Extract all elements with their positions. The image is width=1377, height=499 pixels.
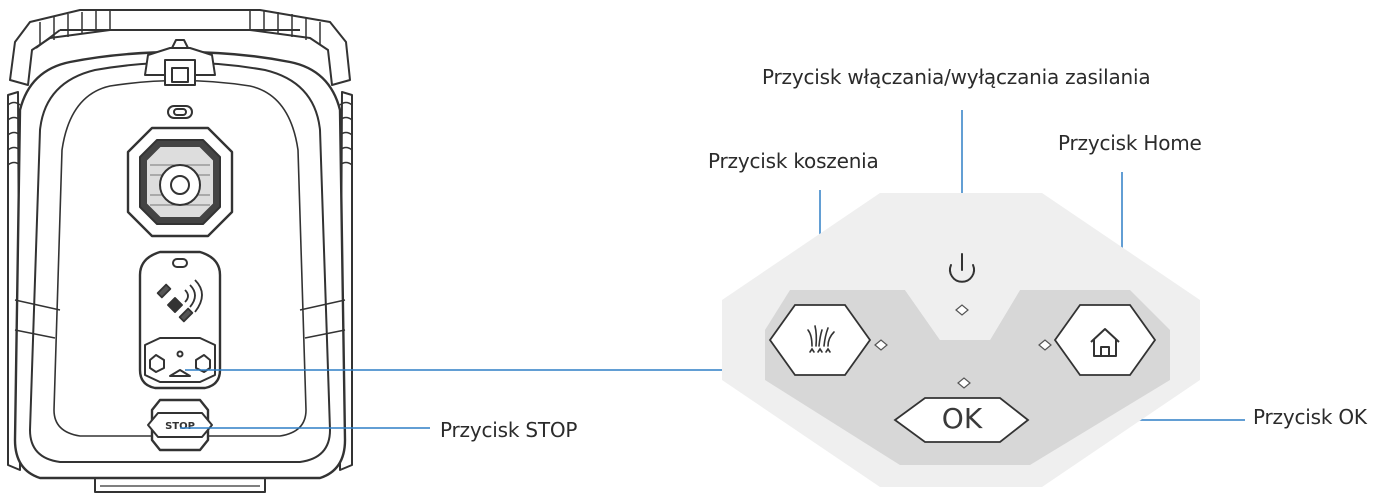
stop-button-text: STOP [165, 421, 195, 432]
label-mowing-button: Przycisk koszenia [708, 149, 879, 173]
ok-led [957, 377, 971, 389]
home-button[interactable] [1053, 304, 1157, 376]
home-icon [1090, 328, 1120, 357]
ok-button-text: OK [941, 402, 983, 435]
label-home-button: Przycisk Home [1058, 131, 1202, 155]
grass-icon [807, 325, 835, 353]
power-icon[interactable] [949, 253, 975, 283]
ok-button[interactable] [893, 397, 1030, 443]
control-panel [722, 193, 1200, 487]
home-led [1038, 339, 1052, 351]
label-stop-button: Przycisk STOP [440, 418, 578, 442]
mowing-button[interactable] [768, 304, 872, 376]
satellite-icon [156, 279, 203, 323]
mowing-led [874, 339, 888, 351]
label-ok-button: Przycisk OK [1253, 405, 1367, 429]
label-power-button: Przycisk włączania/wyłączania zasilania [762, 65, 1151, 89]
power-led [955, 304, 969, 316]
robot-mower [7, 9, 353, 493]
